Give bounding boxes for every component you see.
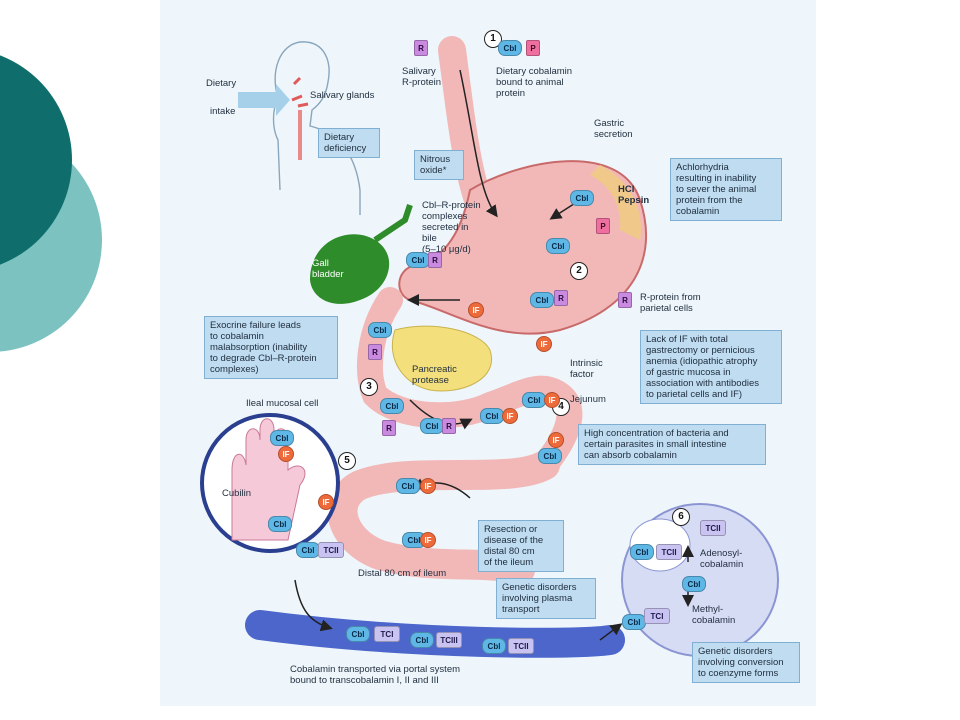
token-cbl: Cbl xyxy=(346,626,370,642)
callout-bacteria: High concentration of bacteria and certa… xyxy=(578,424,766,465)
token-cbl: Cbl xyxy=(396,478,420,494)
gastric-secretion-area xyxy=(590,165,641,240)
token-cbl: Cbl xyxy=(546,238,570,254)
token-tcii: TCII xyxy=(508,638,534,654)
bile-duct xyxy=(373,204,413,243)
token-cbl: Cbl xyxy=(522,392,546,408)
esophagus xyxy=(438,36,492,214)
token-r: R xyxy=(442,418,456,434)
token-tcii: TCII xyxy=(656,544,682,560)
step-number: 6 xyxy=(672,508,690,526)
token-r: R xyxy=(554,290,568,306)
label-dietary: Dietary xyxy=(206,78,237,89)
token-tcii: TCII xyxy=(700,520,726,536)
token-if: IF xyxy=(548,432,564,448)
label-salivary-glands: Salivary glands xyxy=(310,90,375,101)
label-adenosylcobalamin: Adenosyl- cobalamin xyxy=(700,548,744,570)
token-cbl: Cbl xyxy=(270,430,294,446)
token-cbl: Cbl xyxy=(570,190,594,206)
label-rprotein-parietal: R-protein from parietal cells xyxy=(640,292,701,314)
arrow-portal xyxy=(294,579,333,632)
gall-bladder xyxy=(310,234,390,304)
token-cbl: Cbl xyxy=(530,292,554,308)
token-r: R xyxy=(428,252,442,268)
token-cbl: Cbl xyxy=(498,40,522,56)
ileum xyxy=(327,450,560,585)
step-number: 5 xyxy=(338,452,356,470)
token-cbl: Cbl xyxy=(380,398,404,414)
callout-genetic-plasma: Genetic disorders involving plasma trans… xyxy=(496,578,596,619)
diagram-panel: Dietary intake Salivary glands Dietary d… xyxy=(160,0,816,706)
label-intake: intake xyxy=(210,106,236,117)
callout-exocrine-failure: Exocrine failure leads to cobalamin mala… xyxy=(204,316,338,379)
token-cbl: Cbl xyxy=(406,252,430,268)
label-distal-ileum: Distal 80 cm of ileum xyxy=(358,568,447,579)
token-tcii: TCII xyxy=(318,542,344,558)
token-cbl: Cbl xyxy=(538,448,562,464)
label-dietary-cobalamin: Dietary cobalamin bound to animal protei… xyxy=(496,66,573,99)
token-cbl: Cbl xyxy=(480,408,504,424)
token-if: IF xyxy=(318,494,334,510)
label-ileal-mucosal-cell: Ileal mucosal cell xyxy=(246,398,319,409)
slide-decoration xyxy=(0,0,160,720)
token-cbl: Cbl xyxy=(630,544,654,560)
token-if: IF xyxy=(420,478,436,494)
token-r: R xyxy=(414,40,428,56)
portal-vein xyxy=(245,610,625,658)
callout-genetic-conversion: Genetic disorders involving conversion t… xyxy=(692,642,800,683)
label-hcl-pepsin: HCl Pepsin xyxy=(618,184,650,206)
step-number: 2 xyxy=(570,262,588,280)
dietary-intake-arrowhead xyxy=(276,84,290,116)
token-r: R xyxy=(368,344,382,360)
label-jejunum: Jejunum xyxy=(570,394,606,405)
step-number: 3 xyxy=(360,378,378,396)
label-gastric-secretion: Gastric secretion xyxy=(594,118,633,140)
token-cbl: Cbl xyxy=(296,542,320,558)
token-r: R xyxy=(618,292,632,308)
token-tci: TCI xyxy=(644,608,670,624)
callout-nitrous-oxide: Nitrous oxide* xyxy=(414,150,464,180)
token-cbl: Cbl xyxy=(682,576,706,592)
label-salivary-rprotein: Salivary R-protein xyxy=(402,66,442,88)
token-cbl: Cbl xyxy=(268,516,292,532)
token-if: IF xyxy=(278,446,294,462)
token-cbl: Cbl xyxy=(622,614,646,630)
callout-resection: Resection or disease of the distal 80 cm… xyxy=(478,520,564,572)
label-pancreatic-protease: Pancreatic protease xyxy=(412,364,457,386)
token-p: P xyxy=(526,40,540,56)
token-cbl: Cbl xyxy=(482,638,506,654)
token-tci: TCI xyxy=(374,626,400,642)
token-tciii: TCIII xyxy=(436,632,462,648)
step-number: 1 xyxy=(484,30,502,48)
label-cubilin: Cubilin xyxy=(222,488,252,499)
dark-teal-circle xyxy=(0,55,72,265)
token-cbl: Cbl xyxy=(368,322,392,338)
arrow-to-cell xyxy=(599,623,623,641)
arrow-ingest xyxy=(459,69,498,218)
label-intrinsic-factor: Intrinsic factor xyxy=(570,358,603,380)
token-if: IF xyxy=(468,302,484,318)
callout-achlorhydria: Achlorhydria resulting in inability to s… xyxy=(670,158,782,221)
salivary-glands-marks xyxy=(291,76,309,108)
label-methylcobalamin: Methyl- cobalamin xyxy=(692,604,736,626)
token-cbl: Cbl xyxy=(410,632,434,648)
token-cbl: Cbl xyxy=(420,418,444,434)
token-if: IF xyxy=(544,392,560,408)
dietary-intake-arrow xyxy=(238,92,276,108)
label-cbl-r-complexes: Cbl–R-protein complexes secreted in bile… xyxy=(422,200,481,255)
pancreas xyxy=(391,325,493,392)
token-r: R xyxy=(382,420,396,436)
callout-dietary-deficiency: Dietary deficiency xyxy=(318,128,380,158)
label-portal-transport: Cobalamin transported via portal system … xyxy=(290,664,461,686)
token-if: IF xyxy=(536,336,552,352)
token-if: IF xyxy=(420,532,436,548)
token-if: IF xyxy=(502,408,518,424)
teal-circles xyxy=(0,55,102,352)
token-p: P xyxy=(596,218,610,234)
callout-lack-of-if: Lack of IF with total gastrectomy or per… xyxy=(640,330,782,404)
label-gall-bladder: Gall bladder xyxy=(312,258,344,280)
